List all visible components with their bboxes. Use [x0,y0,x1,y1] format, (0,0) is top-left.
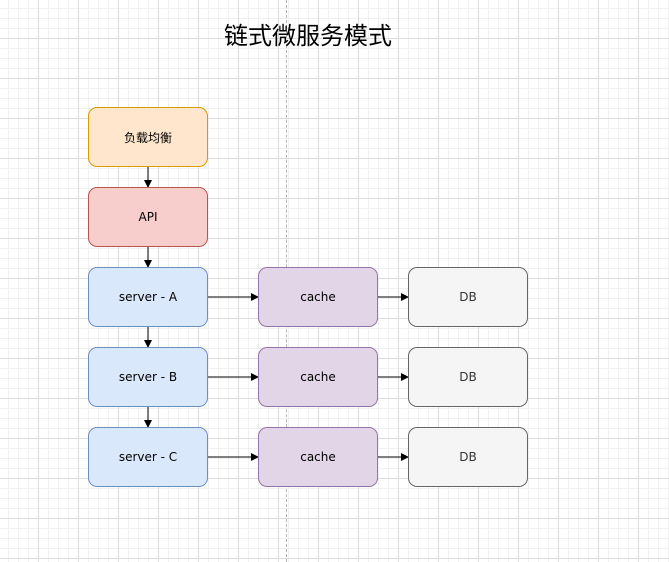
node-cache-a[interactable]: cache [258,267,378,327]
node-cache-b-label: cache [300,370,336,384]
node-load-balancer-label: 负载均衡 [123,130,172,145]
diagram-title: 链式微服务模式 [224,22,392,50]
node-cache-c-label: cache [300,450,336,464]
node-server-c[interactable]: server - C [88,427,208,487]
node-db-b-label: DB [459,370,477,384]
node-db-c[interactable]: DB [408,427,528,487]
node-db-a-label: DB [459,290,477,304]
node-server-a[interactable]: server - A [88,267,208,327]
node-cache-b[interactable]: cache [258,347,378,407]
node-server-b[interactable]: server - B [88,347,208,407]
node-api[interactable]: API [88,187,208,247]
node-server-c-label: server - C [118,450,178,464]
node-server-a-label: server - A [118,290,178,304]
node-api-label: API [138,210,158,224]
node-db-b[interactable]: DB [408,347,528,407]
node-cache-a-label: cache [300,290,336,304]
node-load-balancer[interactable]: 负载均衡 [88,107,208,167]
node-db-c-label: DB [459,450,477,464]
node-cache-c[interactable]: cache [258,427,378,487]
node-db-a[interactable]: DB [408,267,528,327]
node-server-b-label: server - B [118,370,178,384]
